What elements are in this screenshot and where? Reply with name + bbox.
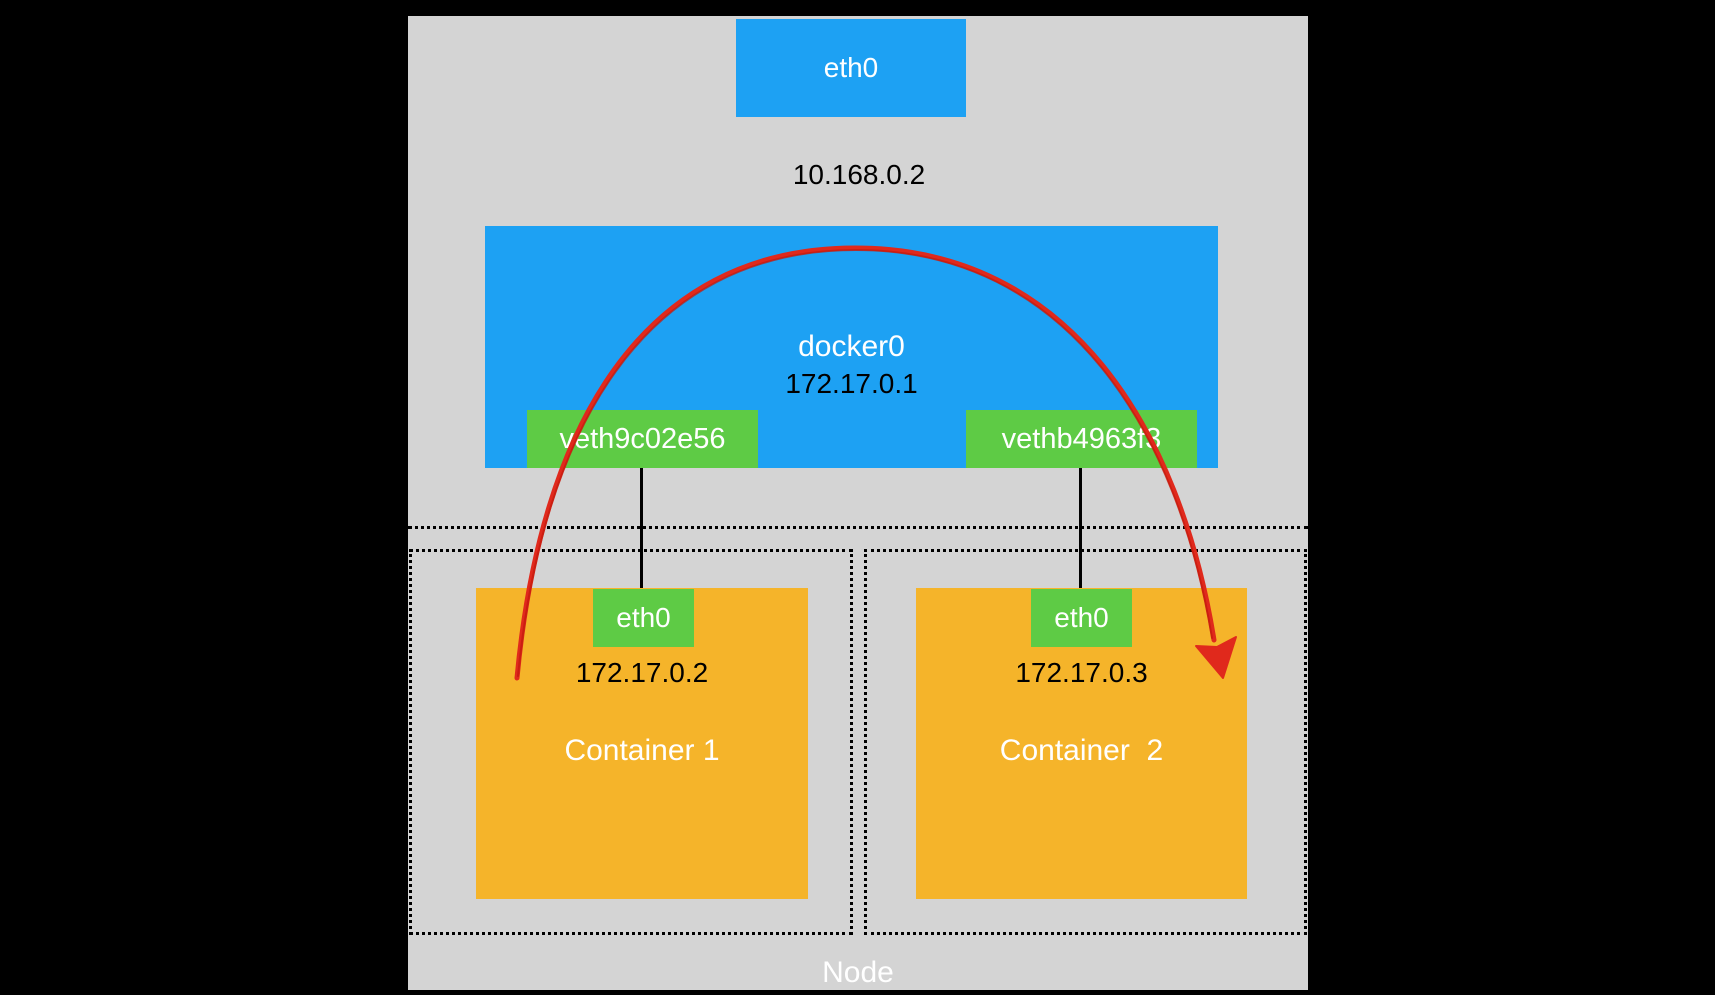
container1-title: Container 1 [564, 734, 720, 767]
node-label: Node [822, 956, 894, 989]
node-namespace-separator-line [408, 526, 1308, 529]
container1-ip-label: 172.17.0.2 [575, 657, 709, 688]
container2-title: Container 2 [999, 734, 1164, 767]
host-eth0-box: eth0 [736, 19, 966, 117]
host-ip-label: 10.168.0.2 [792, 159, 926, 190]
veth-right-box: vethb4963f3 [966, 410, 1197, 468]
bridge-ip-label: 172.17.0.1 [785, 368, 918, 399]
node-box: eth0 10.168.0.2 docker0 172.17.0.1 veth9… [408, 16, 1308, 990]
bridge-name-label: docker0 [798, 330, 905, 363]
container2-ip-label: 172.17.0.3 [1015, 657, 1148, 688]
container1-eth0-box: eth0 [593, 589, 694, 647]
docker0-bridge-box: docker0 172.17.0.1 veth9c02e56 vethb4963… [485, 226, 1218, 468]
container2-eth0-box: eth0 [1031, 589, 1132, 647]
veth-left-box: veth9c02e56 [527, 410, 758, 468]
host-eth0-label: eth0 [823, 52, 879, 83]
